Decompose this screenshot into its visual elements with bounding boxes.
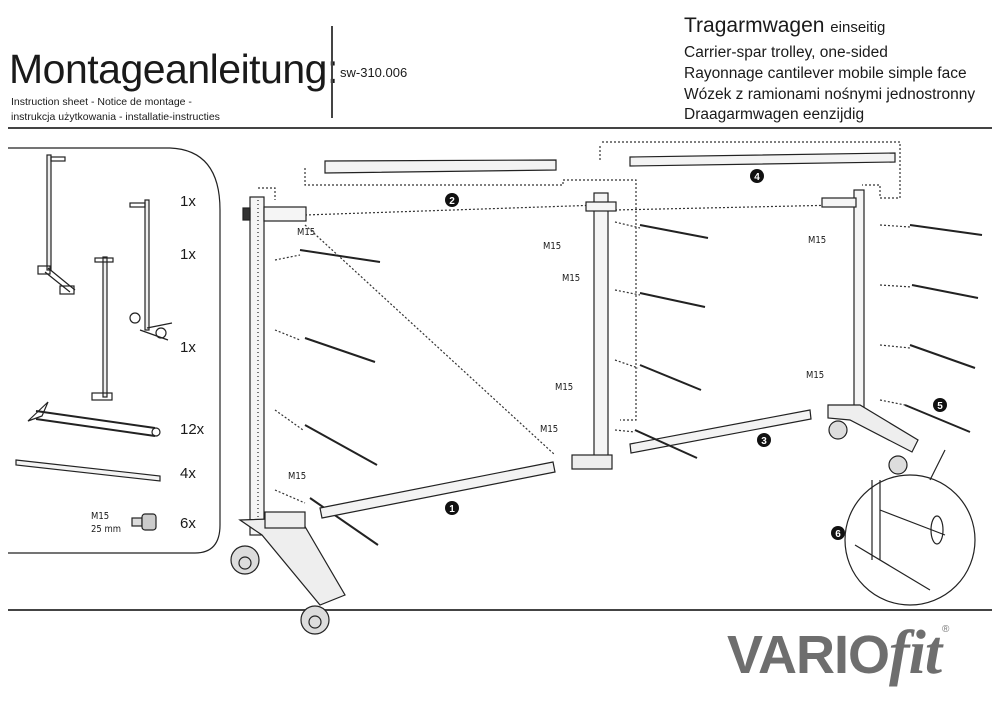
header-rule: [8, 127, 992, 129]
svg-text:6: 6: [835, 529, 841, 540]
article-code: sw-310.006: [340, 65, 408, 80]
subtitle-2: instrukcja użytkowania - installatie-ins…: [11, 111, 220, 123]
middle-upright-drawing: [571, 192, 617, 470]
part-qty: 1x: [180, 193, 196, 210]
logo-text-b: fit: [889, 619, 942, 687]
part-qty: 6x: [180, 515, 196, 532]
divider: [331, 26, 333, 118]
page-title: Montageanleitung:: [9, 46, 338, 92]
screw-label: M15: [297, 227, 316, 238]
product-fr: Rayonnage cantilever mobile simple face: [684, 65, 967, 82]
product-de: Tragarmwagen: [684, 14, 825, 37]
spar-1: [319, 461, 556, 519]
screw-label: M15: [540, 424, 559, 435]
screw-label: M15: [555, 382, 574, 393]
svg-text:2: 2: [449, 196, 455, 207]
screw-length: 25 mm: [91, 524, 122, 535]
left-arms: [299, 249, 381, 546]
screw-label: M15: [808, 235, 827, 246]
screw-label: M15: [806, 370, 825, 381]
step-markers: 1 2 3 4 5 6: [445, 169, 947, 540]
left-upright-drawing: [230, 196, 346, 635]
part-qty: 4x: [180, 465, 196, 482]
right-upright-drawing: [821, 189, 919, 475]
product-de-suffix: einseitig: [830, 19, 886, 36]
step-5-marker: 5: [933, 398, 947, 412]
screw-label: M15: [288, 471, 307, 482]
product-title: Tragarmwagen einseitig: [684, 14, 885, 38]
variofit-logo: VARIOfit: [727, 618, 942, 689]
spar-2: [324, 159, 557, 174]
part-carrier-arm-icon: [27, 401, 161, 437]
logo-text-a: VARIO: [727, 625, 890, 685]
middle-arms: [634, 224, 709, 459]
part-spar-icon: [15, 459, 161, 482]
registered-mark: ®: [942, 624, 950, 635]
screw-label: M15: [562, 273, 581, 284]
step-4-marker: 4: [750, 169, 764, 183]
svg-text:1: 1: [449, 504, 455, 515]
spar-4: [629, 152, 896, 167]
right-arms: [904, 224, 983, 433]
product-pl: Wózek z ramionami nośnymi jednostronny: [684, 86, 976, 103]
guide-lines: [258, 141, 913, 504]
product-nl: Draagarmwagen eenzijdig: [684, 106, 865, 123]
product-en: Carrier-spar trolley, one-sided: [684, 44, 888, 61]
part-qty: 12x: [180, 421, 205, 438]
part-screw-icon: [131, 513, 157, 531]
step-2-marker: 2: [445, 193, 459, 207]
step-3-marker: 3: [757, 433, 771, 447]
part-qty: 1x: [180, 246, 196, 263]
subtitle-1: Instruction sheet - Notice de montage -: [11, 96, 192, 108]
svg-text:3: 3: [761, 436, 767, 447]
parts-panel-border: [8, 147, 221, 554]
screw-label: M15: [543, 241, 562, 252]
svg-text:4: 4: [754, 172, 760, 183]
part-qty: 1x: [180, 339, 196, 356]
spar-3: [629, 409, 812, 454]
screw-size: M15: [91, 511, 110, 522]
footer-rule: [8, 609, 992, 611]
part-upright-castors-icon: [129, 199, 173, 341]
detail-circle: [844, 449, 976, 606]
part-upright-feet-icon: [37, 154, 76, 295]
step-1-marker: 1: [445, 501, 459, 515]
step-6-marker: 6: [831, 526, 845, 540]
part-middle-upright-icon: [91, 256, 114, 401]
svg-text:5: 5: [937, 401, 943, 412]
